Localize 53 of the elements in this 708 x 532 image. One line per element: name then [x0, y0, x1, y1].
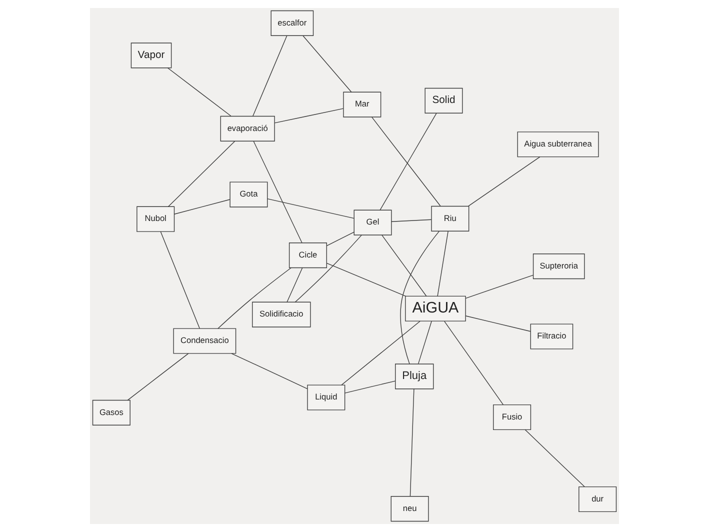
connector — [468, 156, 540, 206]
connector — [381, 234, 426, 296]
connector — [302, 36, 352, 92]
node-box: Liquid — [306, 384, 345, 410]
node-box: AiGUA — [404, 296, 466, 322]
connector — [167, 140, 235, 207]
node-box: Solid — [424, 88, 462, 114]
node-box: Vapor — [130, 42, 172, 68]
connector — [166, 68, 231, 116]
node-box: Condensacio — [172, 328, 236, 354]
node-box: Riu — [430, 206, 469, 232]
connector — [409, 388, 414, 497]
node-box: Gel — [353, 210, 392, 236]
connector — [370, 116, 440, 206]
node-box: dur — [578, 486, 616, 512]
node-box: neu — [390, 496, 428, 522]
connector — [326, 262, 406, 297]
node-box: Solidificacio — [252, 302, 310, 328]
node-box: Mar — [342, 92, 381, 118]
node-box: Supteroria — [532, 254, 584, 280]
node-box: Filtracio — [530, 324, 573, 350]
node-box: Fusio — [492, 404, 531, 430]
connector — [294, 234, 362, 302]
connector — [444, 320, 504, 406]
node-box: Aigua subterranea — [516, 132, 598, 158]
connector — [418, 320, 432, 364]
connector — [126, 353, 188, 401]
node-box: escalfor — [270, 10, 314, 36]
connector — [217, 268, 291, 329]
connector — [400, 230, 440, 364]
connector — [379, 112, 436, 210]
connector — [230, 353, 308, 390]
connector — [286, 268, 302, 302]
connector — [274, 108, 344, 124]
connector — [326, 232, 354, 246]
node-box: Cicle — [288, 242, 326, 268]
connector — [390, 219, 432, 222]
connector — [160, 231, 200, 329]
connector — [464, 316, 530, 332]
node-box: Pluja — [394, 364, 434, 390]
connector — [252, 140, 302, 244]
connector — [340, 320, 420, 386]
connector — [436, 231, 448, 296]
connector — [252, 35, 287, 116]
connector — [524, 429, 584, 488]
node-box: Gasos — [92, 400, 130, 426]
node-box: evaporació — [220, 116, 274, 142]
connector — [344, 380, 395, 394]
node-box: Nubol — [136, 206, 174, 232]
connector — [464, 274, 533, 299]
node-box: Gota — [229, 182, 268, 208]
connector — [174, 199, 230, 214]
connector — [266, 198, 354, 219]
